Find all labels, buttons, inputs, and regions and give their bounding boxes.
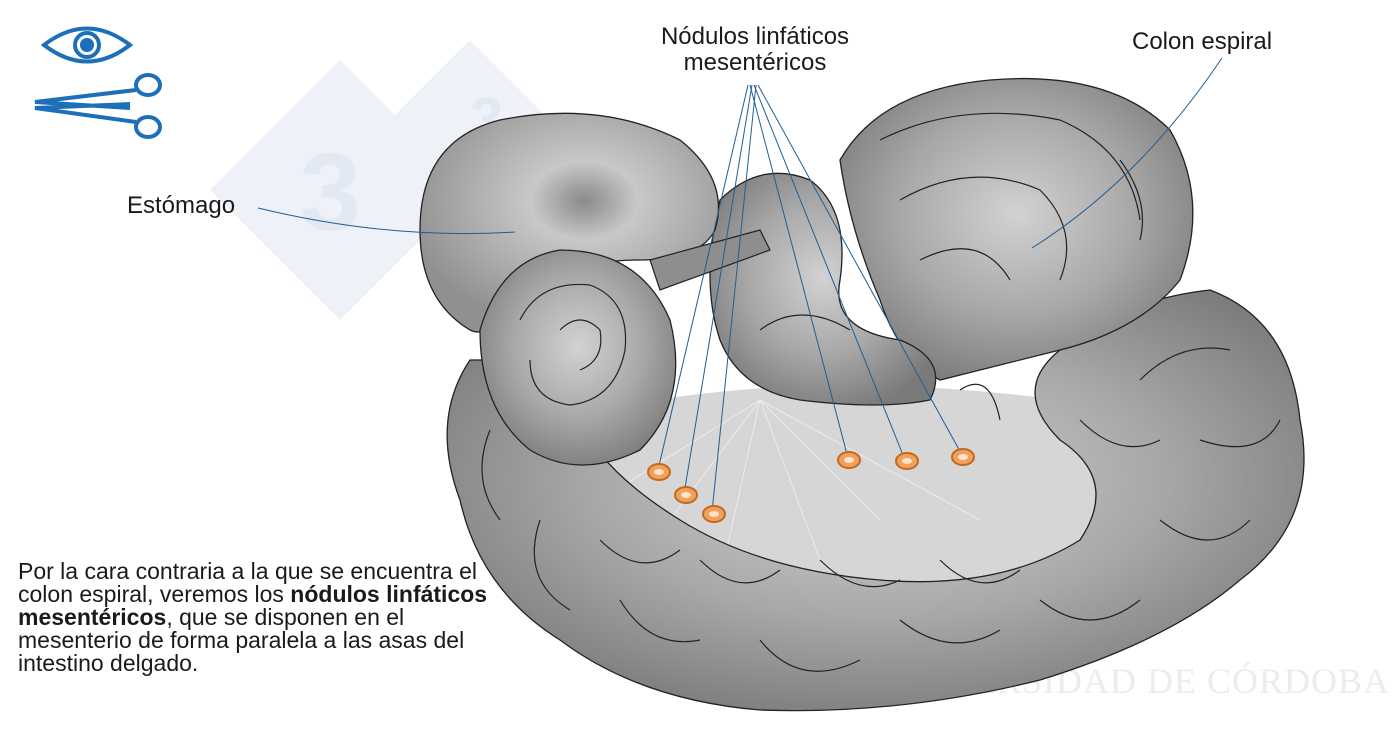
label-lymph-nodes-line1: Nódulos linfáticos (660, 23, 850, 50)
svg-text:3: 3 (300, 131, 361, 254)
eye-icon (40, 26, 134, 64)
description-bold: nódulos linfáticos mesentéricos (18, 581, 488, 630)
label-lymph-nodes: Nódulos linfáticos mesentéricos (630, 24, 880, 76)
spiral-colon (839, 77, 1194, 381)
lymph-nodes (647, 448, 975, 523)
scissors-icon (34, 73, 162, 139)
label-stomach: Estómago (127, 192, 236, 219)
description-part1: Por la cara contraria a la que se encuen… (18, 558, 477, 607)
central-loop (709, 172, 937, 406)
description-part2: , que se disponen en el mesenterio de fo… (18, 604, 465, 676)
stomach-leader (257, 207, 516, 235)
left-coil (479, 249, 677, 466)
label-lymph-nodes-line2: mesentéricos (683, 49, 827, 76)
label-spiral-colon: Colon espiral (1132, 28, 1273, 55)
description-text: Por la cara contraria a la que se encuen… (18, 560, 488, 675)
small-intestine (446, 289, 1305, 712)
colon-leader (1031, 57, 1223, 249)
stomach (419, 112, 719, 333)
